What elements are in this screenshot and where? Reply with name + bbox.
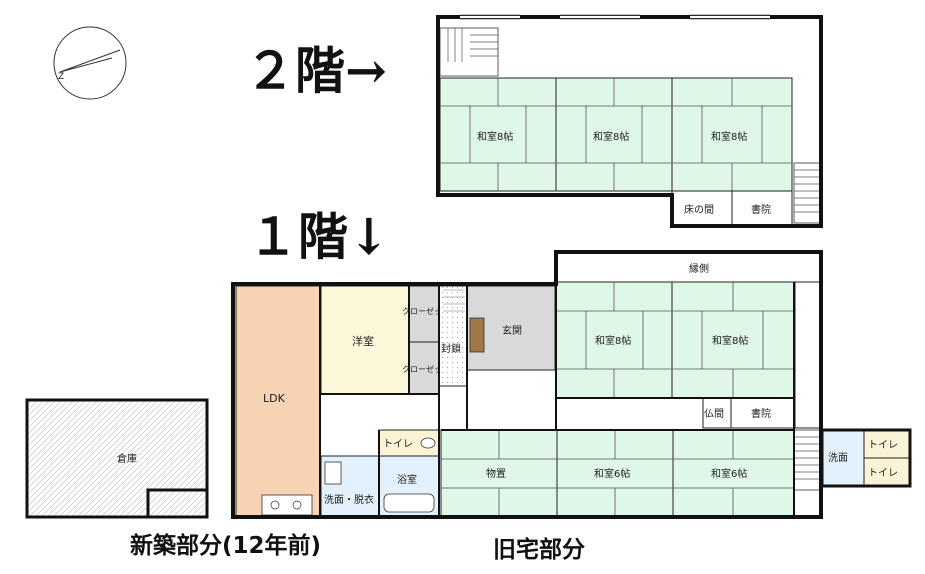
bathtub-icon — [383, 493, 435, 513]
label-ldk: LDK — [263, 392, 286, 405]
room-closet-bottom — [408, 341, 440, 395]
second-floor-label: ２階→ — [245, 41, 387, 100]
room-butsuma — [702, 397, 732, 429]
label-2f-washitsu-a: 和室8帖 — [477, 130, 513, 143]
room-shoin-1f — [730, 397, 795, 429]
label-engawa: 縁側 — [689, 262, 709, 275]
shoe-cabinet — [469, 317, 485, 353]
label-washitsu-8a: 和室8帖 — [595, 334, 631, 347]
label-2f-shoin: 書院 — [751, 203, 771, 216]
sink-icon — [261, 494, 313, 516]
label-closet-top: クローゼット — [402, 306, 450, 316]
label-toilet-3: トイレ — [868, 468, 898, 479]
room-ldk — [235, 285, 321, 517]
first-floor-plan: 倉庫 LDK 洋室 クローゼット クローゼット 封鎖 玄関 縁側 和室8帖 — [25, 250, 912, 519]
label-toilet-1: トイレ — [383, 439, 413, 450]
label-fuusa: 封鎖 — [441, 342, 461, 355]
label-washitsu-6b: 和室6帖 — [711, 467, 747, 480]
label-2f-tokonoma: 床の間 — [684, 203, 714, 216]
label-2f-washitsu-c: 和室8帖 — [711, 130, 747, 143]
svg-text:Z: Z — [58, 72, 64, 82]
stairs-icon — [439, 27, 499, 77]
second-floor-plan: 和室8帖 和室8帖 和室8帖 床の間 書院 — [436, 14, 823, 228]
label-2f-washitsu-b: 和室8帖 — [593, 130, 629, 143]
room-fuusa — [438, 285, 468, 387]
room-souko — [27, 400, 207, 517]
old-part-caption: 旧宅部分 — [493, 536, 585, 563]
room-youshitsu — [320, 285, 410, 395]
label-butsuma: 仏間 — [704, 408, 724, 420]
toilet-icon — [420, 437, 436, 449]
label-washitsu-8b: 和室8帖 — [712, 334, 748, 347]
label-monooki: 物置 — [486, 467, 506, 480]
label-yokushitsu: 浴室 — [397, 473, 417, 486]
north-arrow-icon: Z — [53, 26, 127, 100]
new-part-caption: 新築部分(12年前) — [130, 532, 321, 559]
washbasin-icon — [324, 461, 342, 485]
room-washitsu-6b — [672, 429, 795, 518]
stairs-icon — [793, 429, 821, 491]
room-toilet-3 — [863, 457, 911, 487]
label-closet-bottom: クローゼット — [402, 364, 450, 374]
label-genkan: 玄関 — [502, 324, 522, 337]
room-engawa — [555, 251, 821, 283]
label-souko: 倉庫 — [117, 452, 137, 465]
first-floor-label: １階↓ — [248, 207, 390, 266]
label-youshitsu: 洋室 — [352, 334, 374, 348]
label-senmen: 洗面 — [828, 452, 848, 464]
label-toilet-2: トイレ — [868, 440, 898, 451]
label-senmen-datsui: 洗面・脱衣 — [324, 493, 374, 506]
label-shoin-1f: 書院 — [751, 407, 771, 420]
label-washitsu-6a: 和室6帖 — [594, 467, 630, 480]
stairs-icon — [793, 162, 821, 224]
